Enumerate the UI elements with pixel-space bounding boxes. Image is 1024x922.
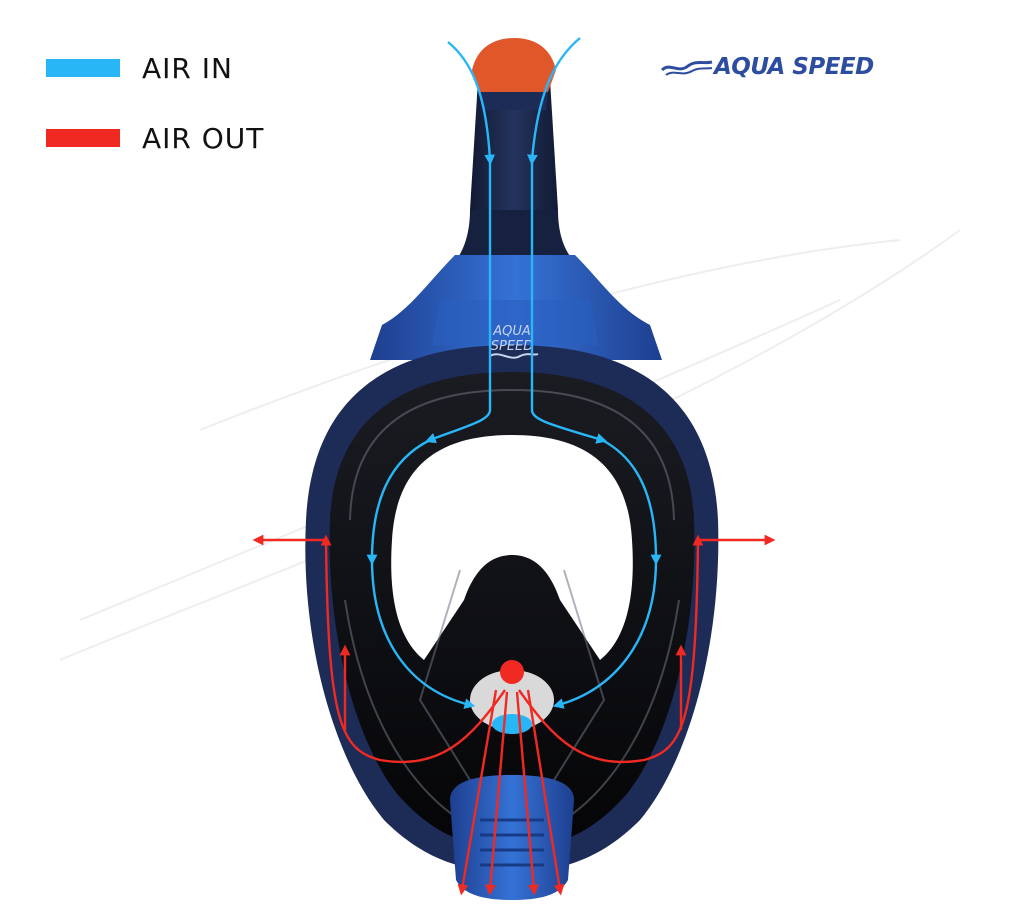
air-out-arrow-down-1 [457, 689, 498, 896]
badge-line2: SPEED [491, 339, 534, 354]
air-out-arrow-right-channel [518, 534, 704, 764]
air-in-arrow-left-side [366, 438, 431, 566]
air-out-arrow-down-2 [485, 691, 509, 896]
brand-logo-text: AQUA SPEED [714, 54, 874, 80]
air-in-arrow-left-tube [424, 160, 492, 444]
legend-item-air-in: AIR IN [46, 48, 264, 88]
air-out-flow [252, 534, 776, 896]
air-in-flow [366, 37, 662, 709]
legend: AIR IN AIR OUT [46, 48, 264, 188]
legend-label-air-in: AIR IN [142, 51, 233, 85]
air-in-arrow-right-bottom [552, 559, 658, 709]
legend-swatch-air-out [46, 129, 120, 147]
air-out-arrow-down-4 [526, 689, 565, 896]
air-in-arrow-right-side [601, 438, 662, 566]
snorkel-cap [472, 38, 556, 92]
brand-logo: AQUA SPEED [660, 54, 874, 80]
snorkel-tube [455, 38, 575, 262]
air-in-arrow-left-bottom [370, 559, 476, 709]
air-in-arrow-right-tube [530, 160, 608, 444]
air-out-arrow-down-3 [515, 691, 539, 896]
badge-line1: AQUA [492, 324, 531, 339]
face-opening [391, 435, 633, 660]
mask-brand-badge: AQUA SPEED [489, 324, 539, 359]
wave-icon [660, 60, 713, 76]
legend-label-air-out: AIR OUT [142, 121, 265, 155]
air-out-arrow-left-channel [320, 534, 506, 764]
legend-swatch-air-in [46, 59, 120, 77]
air-in-arrow-right-intake [527, 37, 581, 166]
air-in-arrow-left-intake [447, 41, 496, 166]
wave-icon [489, 353, 539, 359]
legend-item-air-out: AIR OUT [46, 118, 264, 158]
